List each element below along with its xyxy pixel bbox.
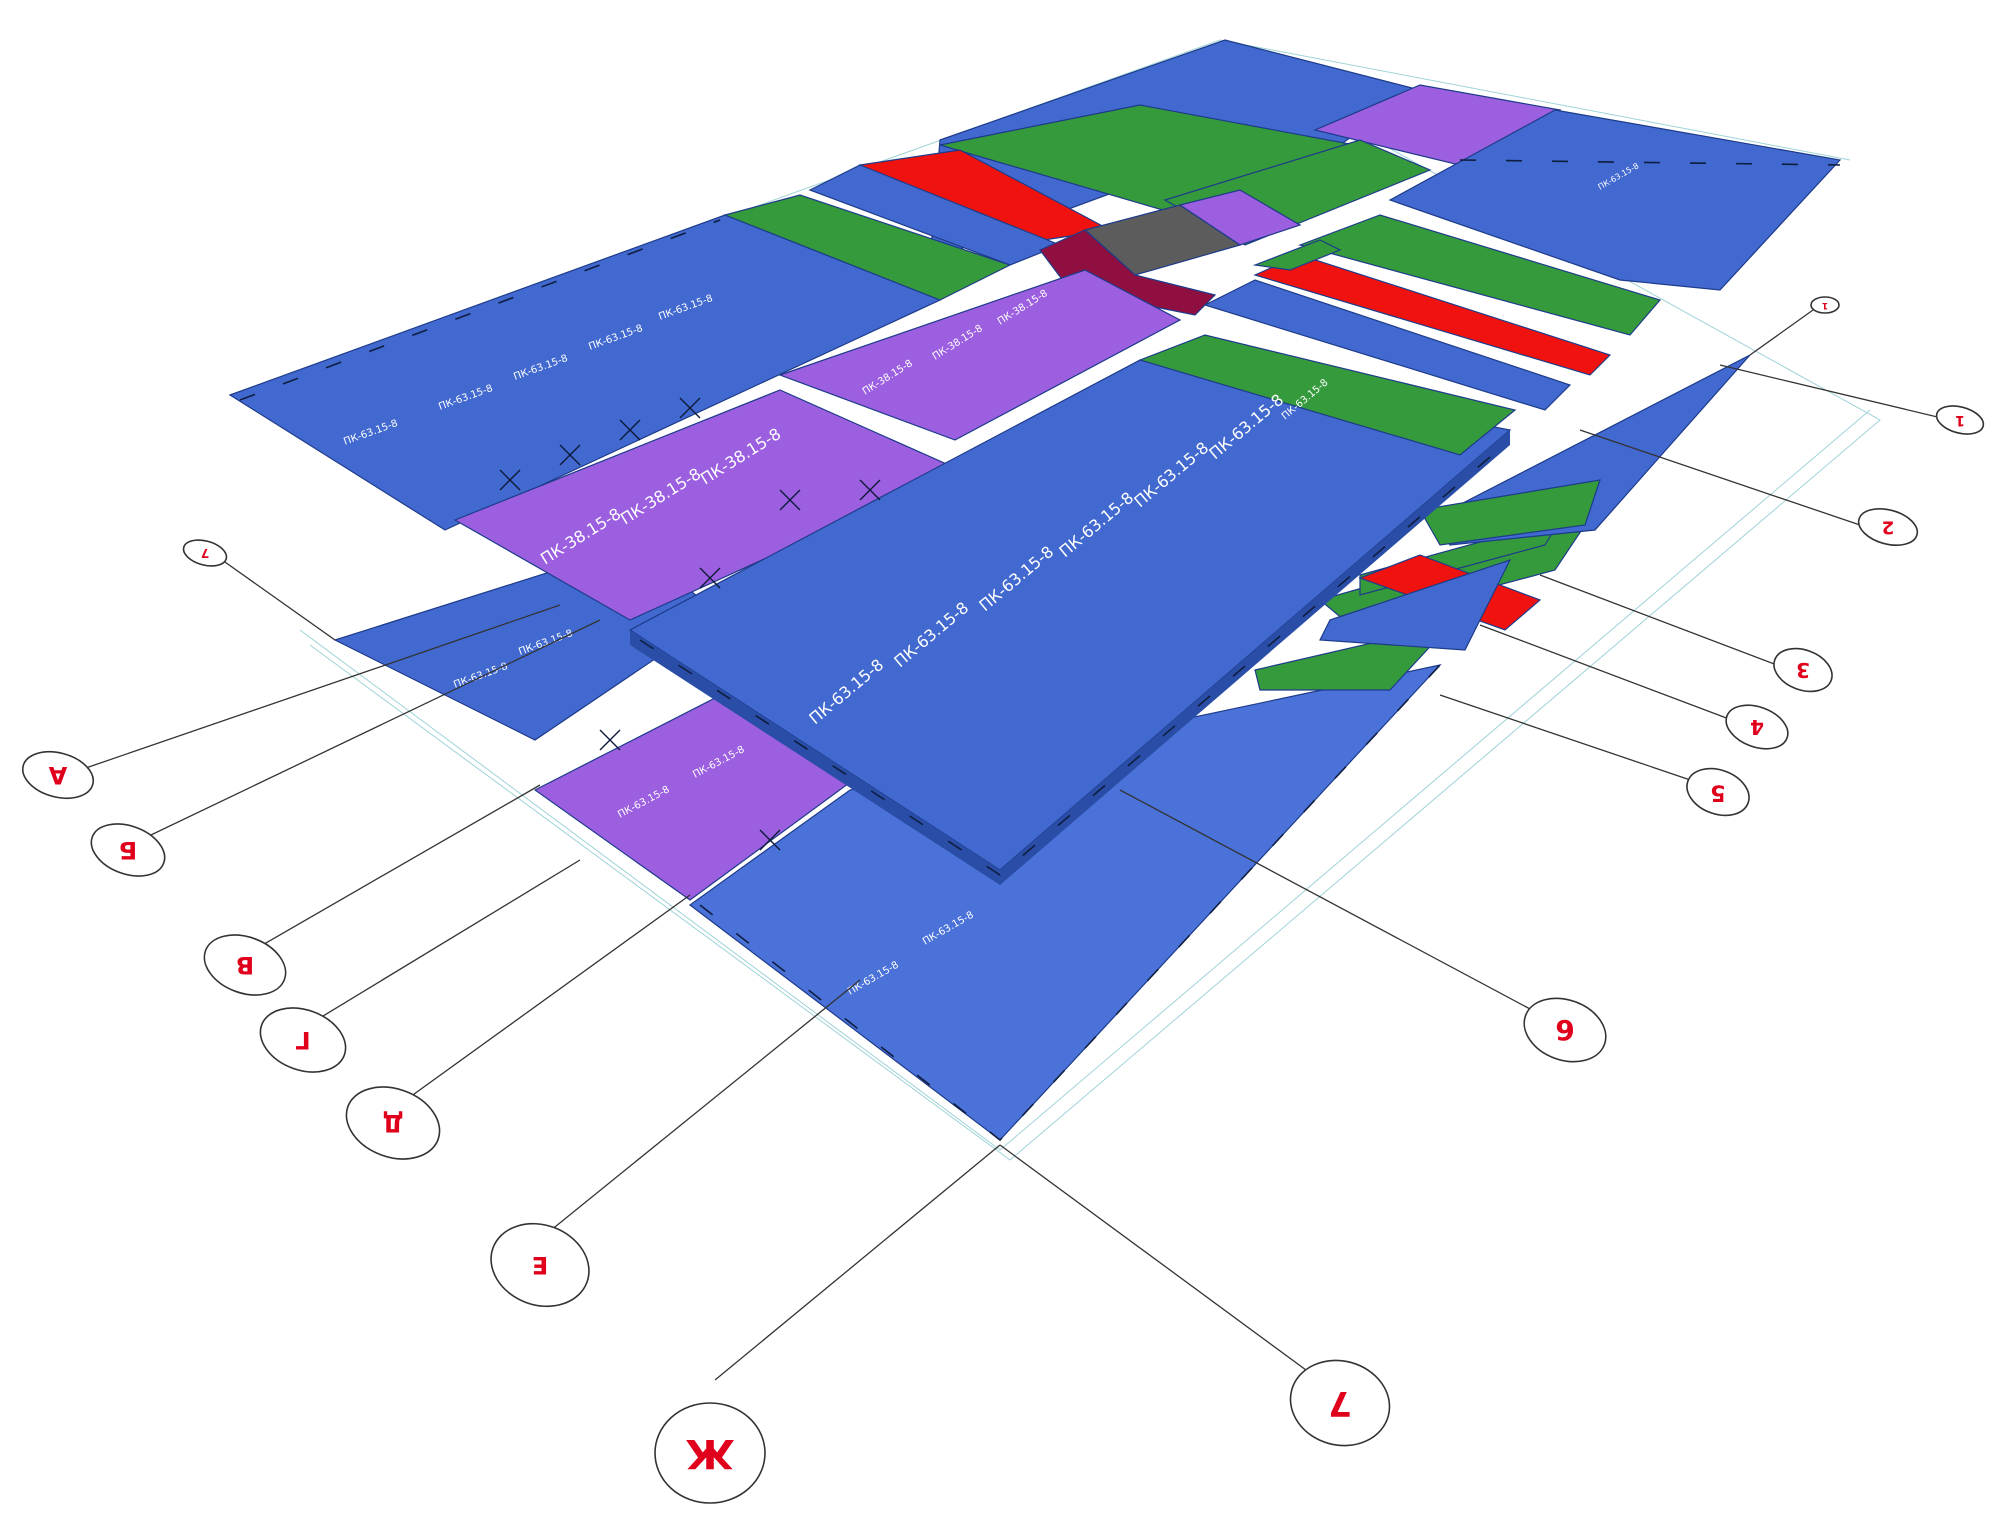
marker-b-circle bbox=[90, 823, 166, 877]
marker-3[interactable]: 3 bbox=[1768, 641, 1838, 699]
marker-6-label: 6 bbox=[1555, 1014, 1574, 1047]
cross-3 bbox=[619, 419, 641, 441]
marker-6[interactable]: 6 bbox=[1515, 987, 1614, 1072]
marker-7-circle bbox=[1289, 1359, 1391, 1447]
marker-7[interactable]: 7 bbox=[1281, 1349, 1399, 1456]
marker-a[interactable]: А bbox=[18, 744, 99, 805]
cross-1 bbox=[499, 469, 521, 491]
marker-d[interactable]: Д bbox=[336, 1075, 449, 1172]
cross-5 bbox=[779, 489, 801, 511]
marker-zh[interactable]: Ж bbox=[654, 1402, 766, 1504]
upper-purple-back bbox=[778, 269, 1182, 441]
marker-4-circle bbox=[1725, 704, 1789, 750]
axis-line-top-left bbox=[214, 554, 336, 641]
marker-top-right[interactable]: 1 bbox=[1810, 296, 1840, 314]
lower-slab-front bbox=[688, 664, 1442, 1141]
marker-top-left-circle bbox=[182, 539, 228, 567]
marker-g-circle bbox=[259, 1007, 347, 1073]
marker-7-label: 7 bbox=[1328, 1383, 1352, 1423]
axis-line-b bbox=[129, 619, 601, 846]
axis-line-1 bbox=[1719, 364, 1951, 421]
marker-v[interactable]: В bbox=[196, 924, 294, 1005]
axis-line-2 bbox=[1579, 429, 1861, 526]
marker-6-circle bbox=[1523, 997, 1607, 1063]
guide-outline-lower-2 bbox=[299, 409, 1871, 1151]
marker-top-right-circle bbox=[1810, 296, 1840, 314]
marker-5[interactable]: 5 bbox=[1680, 760, 1755, 823]
grid-axes bbox=[79, 304, 1951, 1396]
marker-b-label: Б bbox=[119, 836, 137, 864]
marker-g-label: Г bbox=[295, 1026, 310, 1054]
cross-6 bbox=[859, 479, 881, 501]
axis-line-top-right bbox=[1749, 304, 1821, 356]
axis-line-e bbox=[544, 979, 861, 1236]
marker-2-circle bbox=[1857, 508, 1919, 546]
marker-4[interactable]: 4 bbox=[1720, 697, 1794, 756]
axis-line-a bbox=[79, 604, 561, 771]
upper-center-purple bbox=[1178, 189, 1302, 246]
marker-3-label: 3 bbox=[1796, 658, 1810, 682]
axis-line-zh bbox=[714, 1144, 1001, 1381]
axis-line-3 bbox=[1539, 574, 1791, 671]
marker-zh-label: Ж bbox=[685, 1430, 734, 1476]
joint-crosses bbox=[499, 397, 881, 851]
upper-back-right-blue bbox=[1388, 109, 1842, 291]
marker-top-right-label: 1 bbox=[1822, 300, 1828, 310]
marker-1[interactable]: 1 bbox=[1933, 401, 1986, 439]
marker-v-label: В bbox=[236, 951, 254, 979]
marker-b[interactable]: Б bbox=[84, 814, 172, 885]
axis-line-6 bbox=[1119, 789, 1561, 1026]
upper-right-blue bbox=[1203, 279, 1572, 411]
upper-main-green bbox=[1138, 334, 1517, 456]
marker-v-circle bbox=[203, 934, 287, 996]
axis-line-d bbox=[384, 894, 691, 1116]
upper-back-dashes bbox=[1459, 159, 1841, 166]
cross-8 bbox=[599, 729, 621, 751]
marker-top-left[interactable]: 7 bbox=[181, 536, 230, 571]
axis-line-4 bbox=[1479, 624, 1746, 726]
marker-d-label: Д bbox=[382, 1109, 403, 1137]
upper-right-green-2 bbox=[1252, 239, 1342, 271]
marker-d-circle bbox=[345, 1086, 441, 1160]
axis-line-v bbox=[244, 784, 541, 956]
marker-2[interactable]: 2 bbox=[1855, 503, 1922, 551]
marker-2-label: 2 bbox=[1882, 517, 1895, 538]
upper-level: ПК-63.15-8 ПК-63.15-8 ПК-63.15-8 ПК-63.1… bbox=[228, 39, 1842, 885]
upper-right-green-1 bbox=[1298, 214, 1662, 336]
marker-zh-circle bbox=[654, 1402, 766, 1504]
cross-9 bbox=[759, 829, 781, 851]
lower-strip-green-4 bbox=[1419, 479, 1601, 546]
cross-4 bbox=[679, 397, 701, 419]
marker-3-circle bbox=[1773, 647, 1833, 693]
marker-g[interactable]: Г bbox=[251, 997, 354, 1083]
lower-strip-blue bbox=[1319, 558, 1512, 651]
cross-7 bbox=[699, 567, 721, 589]
marker-1-label: 1 bbox=[1955, 412, 1965, 428]
marker-4-label: 4 bbox=[1750, 715, 1764, 739]
marker-5-label: 5 bbox=[1710, 780, 1725, 805]
cross-2 bbox=[559, 444, 581, 466]
marker-e-circle bbox=[490, 1222, 590, 1308]
upper-left-green bbox=[723, 194, 1012, 301]
lower-edge-dashes bbox=[699, 664, 1441, 1142]
grid-markers: А Б В Г Д Е Ж 1 bbox=[18, 296, 1986, 1504]
marker-a-circle bbox=[21, 750, 95, 800]
upper-left-dashes bbox=[239, 219, 721, 401]
marker-e[interactable]: Е bbox=[479, 1210, 600, 1319]
axis-line-7 bbox=[999, 1144, 1341, 1396]
marker-5-circle bbox=[1686, 767, 1750, 817]
axis-line-g bbox=[299, 859, 581, 1031]
marker-1-circle bbox=[1935, 405, 1985, 435]
marker-e-label: Е bbox=[532, 1251, 548, 1279]
marker-top-left-label: 7 bbox=[201, 546, 209, 560]
marker-a-label: А bbox=[48, 761, 67, 789]
upper-main-side-edge bbox=[1000, 430, 1510, 885]
axis-line-5 bbox=[1439, 694, 1706, 786]
upper-main-dashes bbox=[639, 439, 1511, 876]
